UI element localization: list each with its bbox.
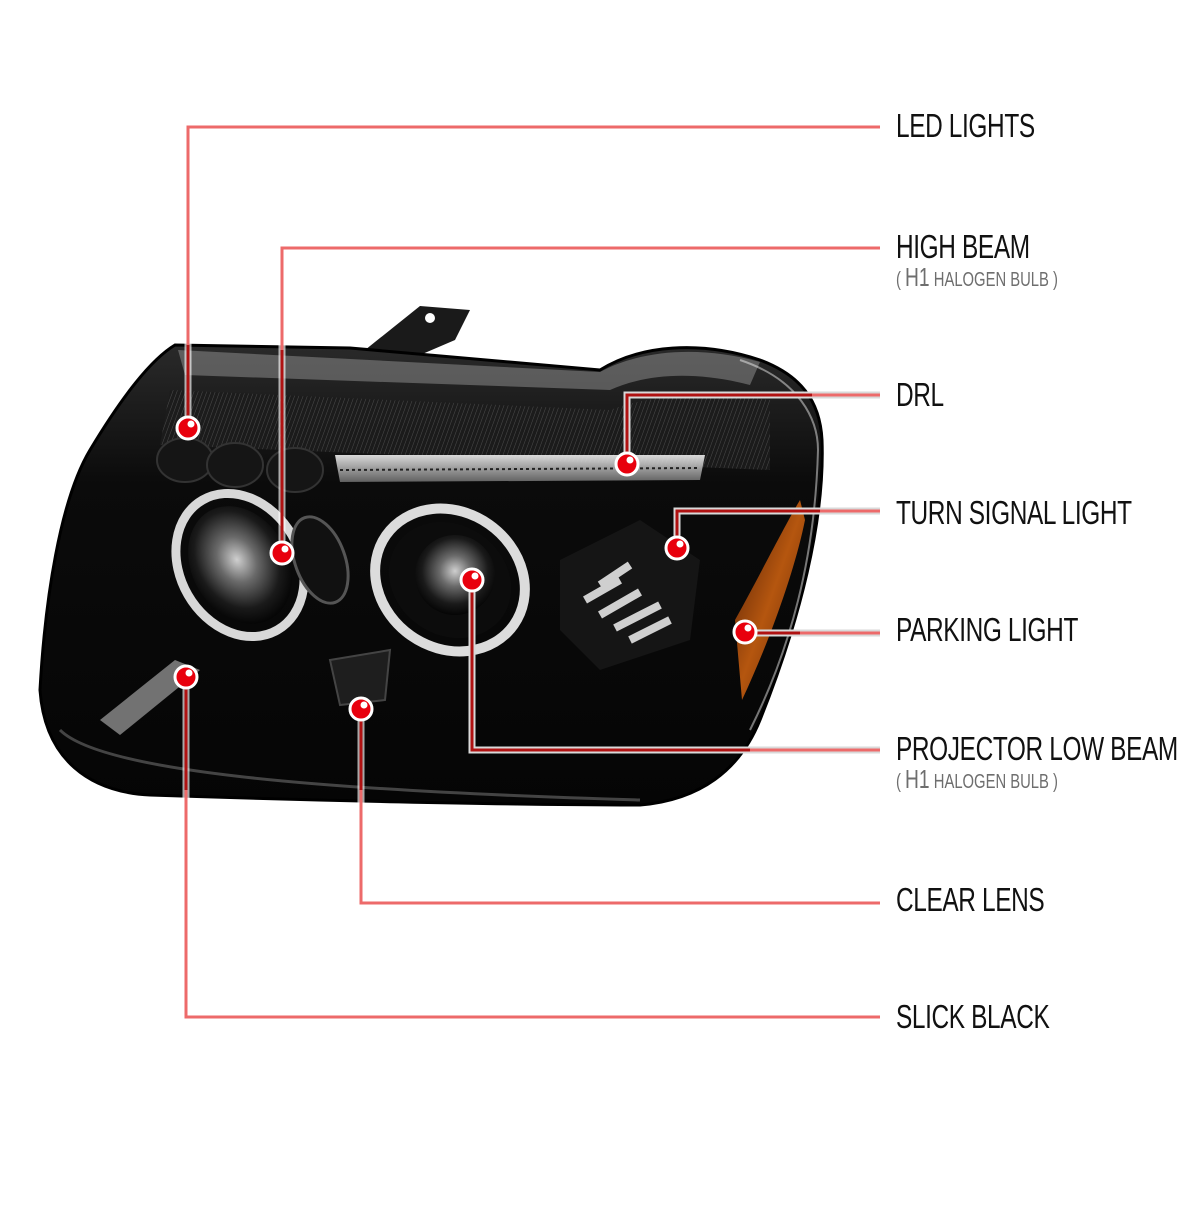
label-led-lights: LED LIGHTS [896, 108, 1084, 144]
label-high-beam: HIGH BEAM ( H1 HALOGEN BULB ) [896, 228, 1115, 292]
label-subtitle: ( H1 HALOGEN BULB ) [896, 264, 1058, 291]
dot-high-beam-icon [269, 540, 295, 566]
high-beam-projector [171, 488, 350, 642]
turn-signal-reflector [560, 520, 700, 670]
label-clear-lens: CLEAR LENS [896, 882, 1096, 918]
mounting-bracket [365, 306, 470, 355]
label-title: PROJECTOR LOW BEAM [896, 730, 1178, 767]
subtitle-rest: HALOGEN BULB ) [929, 771, 1058, 793]
dot-slick-black-icon [173, 664, 199, 690]
callout-dots [173, 415, 758, 722]
dot-led-lights-icon [175, 415, 201, 441]
label-title: CLEAR LENS [896, 881, 1045, 918]
label-title: SLICK BLACK [896, 998, 1050, 1035]
dot-clear-lens-icon [348, 696, 374, 722]
label-parking-light: PARKING LIGHT [896, 612, 1142, 648]
dot-drl-icon [614, 451, 640, 477]
callout-lines [182, 123, 880, 1021]
subtitle-bulb-type: H1 [905, 262, 930, 292]
label-title: HIGH BEAM [896, 228, 1030, 265]
dot-turn-signal-icon [664, 535, 690, 561]
label-title: LED LIGHTS [896, 107, 1035, 144]
subtitle-rest: HALOGEN BULB ) [929, 269, 1058, 291]
dot-parking-light-icon [732, 619, 758, 645]
label-title: PARKING LIGHT [896, 611, 1078, 648]
label-slick-black: SLICK BLACK [896, 999, 1103, 1035]
dot-projector-low-beam-icon [459, 567, 485, 593]
subtitle-open: ( [896, 771, 906, 793]
label-turn-signal-light: TURN SIGNAL LIGHT [896, 495, 1200, 531]
label-title: TURN SIGNAL LIGHT [896, 494, 1132, 531]
label-drl: DRL [896, 377, 961, 413]
label-title: DRL [896, 376, 944, 413]
subtitle-bulb-type: H1 [905, 764, 930, 794]
subtitle-open: ( [896, 269, 906, 291]
amber-side-marker [735, 500, 805, 700]
label-projector-low-beam: PROJECTOR LOW BEAM ( H1 HALOGEN BULB ) [896, 730, 1200, 794]
label-subtitle: ( H1 HALOGEN BULB ) [896, 766, 1178, 793]
